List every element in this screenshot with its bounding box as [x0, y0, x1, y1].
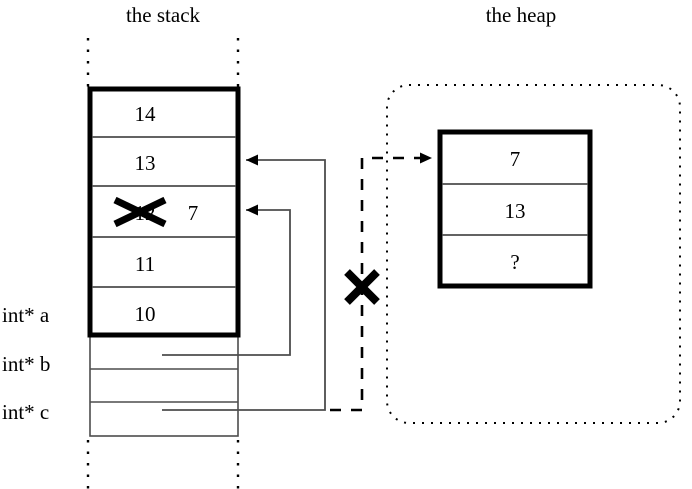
stack-cell-value-4: 10 — [135, 302, 156, 326]
heap-cell-value-0: 7 — [510, 147, 521, 171]
variable-label-c: int* c — [2, 400, 49, 424]
x-cross-icon-broken-link — [344, 269, 380, 305]
x-cross-icon-stack-cell — [113, 196, 167, 228]
variable-label-b: int* b — [2, 352, 50, 376]
heap-cell-value-2: ? — [510, 250, 519, 274]
stack-box — [87, 86, 241, 338]
heap-title: the heap — [486, 3, 557, 27]
pointer-line-b — [162, 204, 291, 356]
heap-box — [437, 129, 593, 289]
stack-cell-value-1: 13 — [135, 151, 156, 175]
stack-cell-value-0: 14 — [135, 102, 157, 126]
variable-label-a: int* a — [2, 303, 50, 327]
stack-title: the stack — [126, 3, 201, 27]
pointer-line-c — [162, 154, 326, 411]
stack-cell-value-3: 11 — [135, 252, 155, 276]
dashed-pointer-to-heap — [330, 152, 432, 412]
stack-variable-frame — [89, 334, 239, 437]
stack-cell-annotation-2: 7 — [188, 201, 199, 225]
heap-cell-value-1: 13 — [505, 199, 526, 223]
